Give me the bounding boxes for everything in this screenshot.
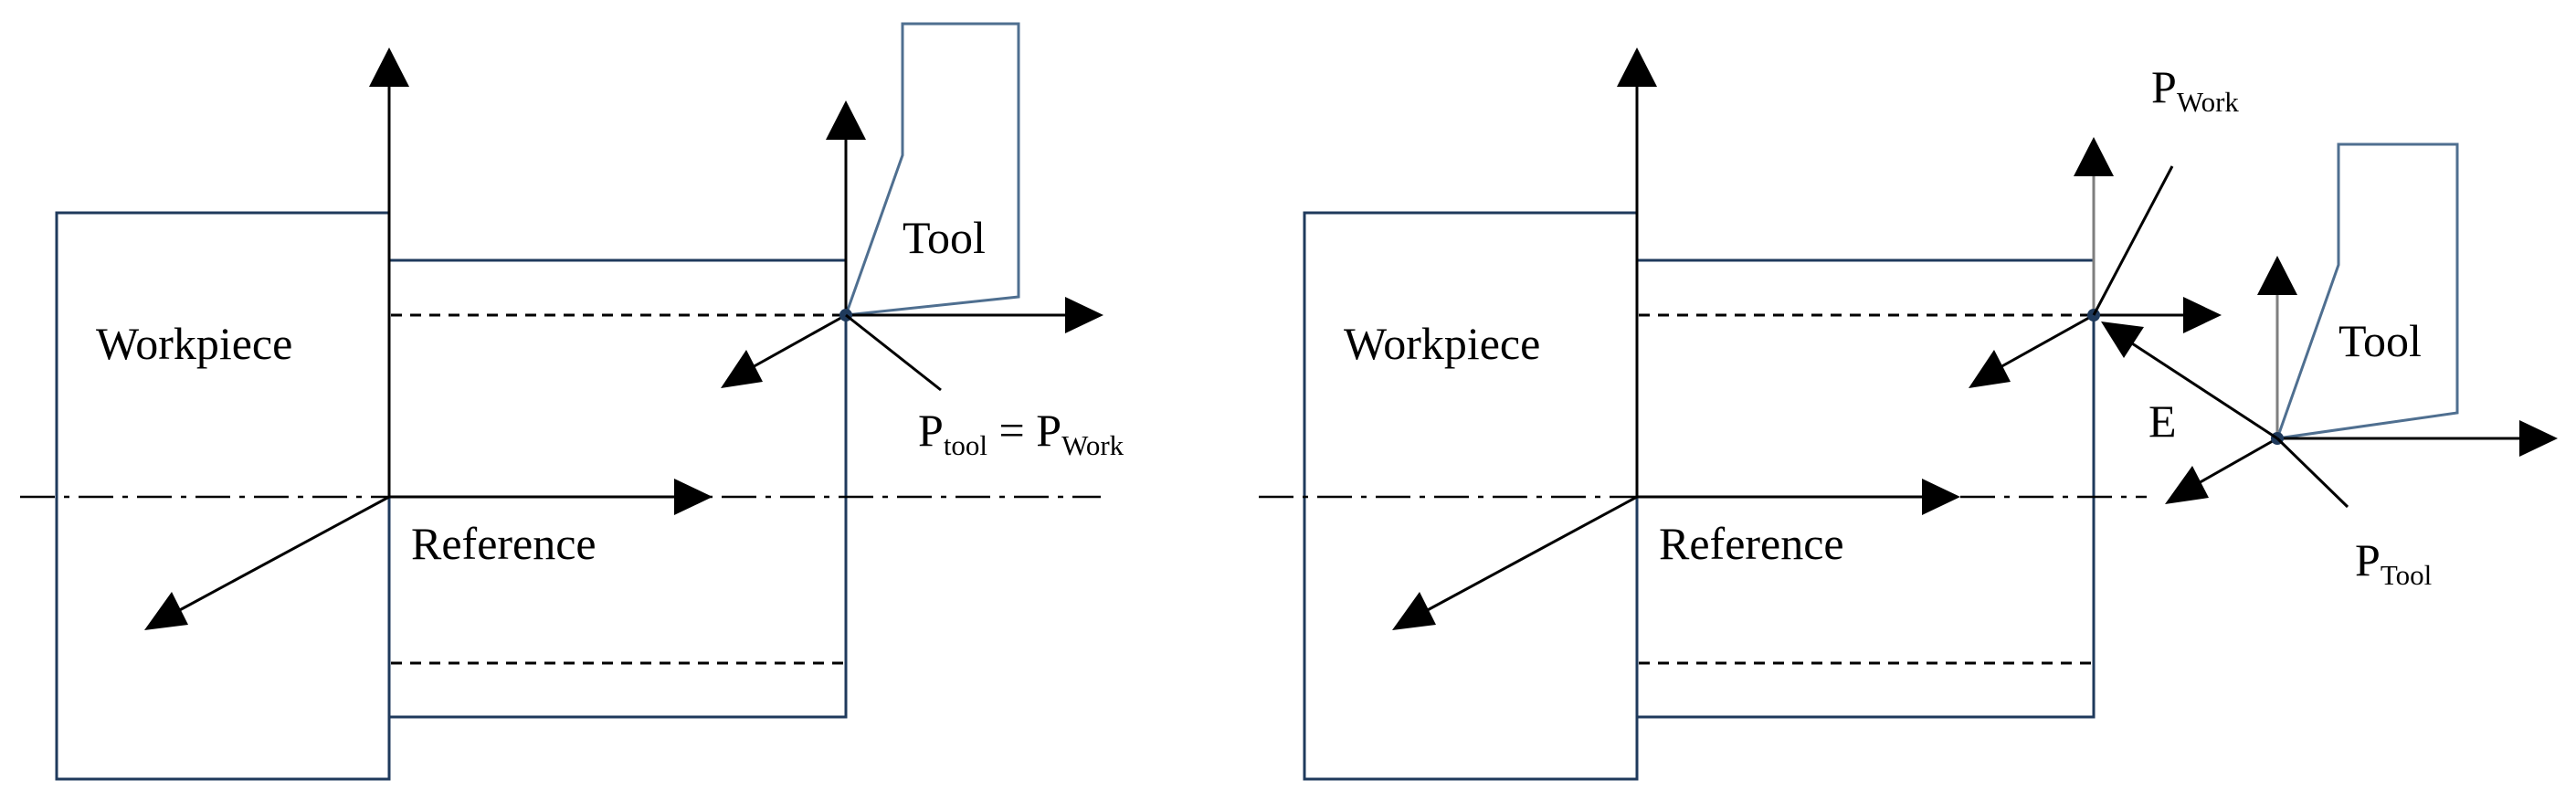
left-workpiece-shaft [387,258,848,719]
right-reference-x-arrowhead [1922,479,1960,515]
right-tool-y-arrowhead [2165,466,2209,504]
left-tool-x-arrowhead [1065,297,1103,333]
right-error-vector [2131,342,2278,440]
left-reference-z-arrowhead [369,47,409,87]
left-tool-label: Tool [903,212,986,263]
right-work-point-leader [2092,165,2174,316]
right-tool-y-axis [2196,437,2278,486]
right-work-x-arrowhead [2183,297,2222,333]
left-reference-x-arrowhead [674,479,713,515]
right-error-arrowhead [2101,321,2144,358]
right-reference-z-arrowhead [1617,47,1657,87]
right-work-y-axis [1998,313,2095,370]
right-work-y-arrowhead [1969,350,2011,388]
left-reference-label: Reference [411,518,596,569]
right-panel: Workpiece Tool Reference PWork PTool E [1259,47,2558,781]
right-tool-outline [2275,142,2459,440]
right-reference-y-axis [1423,495,1638,614]
left-tool-outline [844,22,1020,317]
right-tool-label: Tool [2338,315,2422,366]
right-tool-z-arrowhead [2257,256,2297,295]
left-tool-z-arrowhead [826,100,866,140]
left-tool-y-arrowhead [721,350,763,388]
left-point-label: Ptool = PWork [918,405,1124,461]
left-workpiece-label: Workpiece [96,318,292,369]
left-panel: Workpiece Tool Reference Ptool = PWork [20,22,1124,781]
right-reference-y-arrowhead [1392,592,1436,630]
left-reference-y-axis [175,495,390,614]
right-tool-point-leader [2275,437,2349,509]
right-work-z-arrowhead [2074,137,2114,176]
right-reference-label: Reference [1659,518,1844,569]
left-point-leader [845,313,942,392]
right-workpiece-label: Workpiece [1344,318,1540,369]
right-work-point-label: PWork [2151,61,2239,118]
left-reference-y-arrowhead [144,592,188,630]
right-tool-point-label: PTool [2355,534,2432,591]
right-error-label: E [2148,395,2177,447]
right-workpiece-shaft [1635,258,2096,719]
right-workpiece-block [1303,211,1639,781]
right-tool-x-arrowhead [2519,420,2558,457]
left-tool-y-axis [750,313,847,370]
